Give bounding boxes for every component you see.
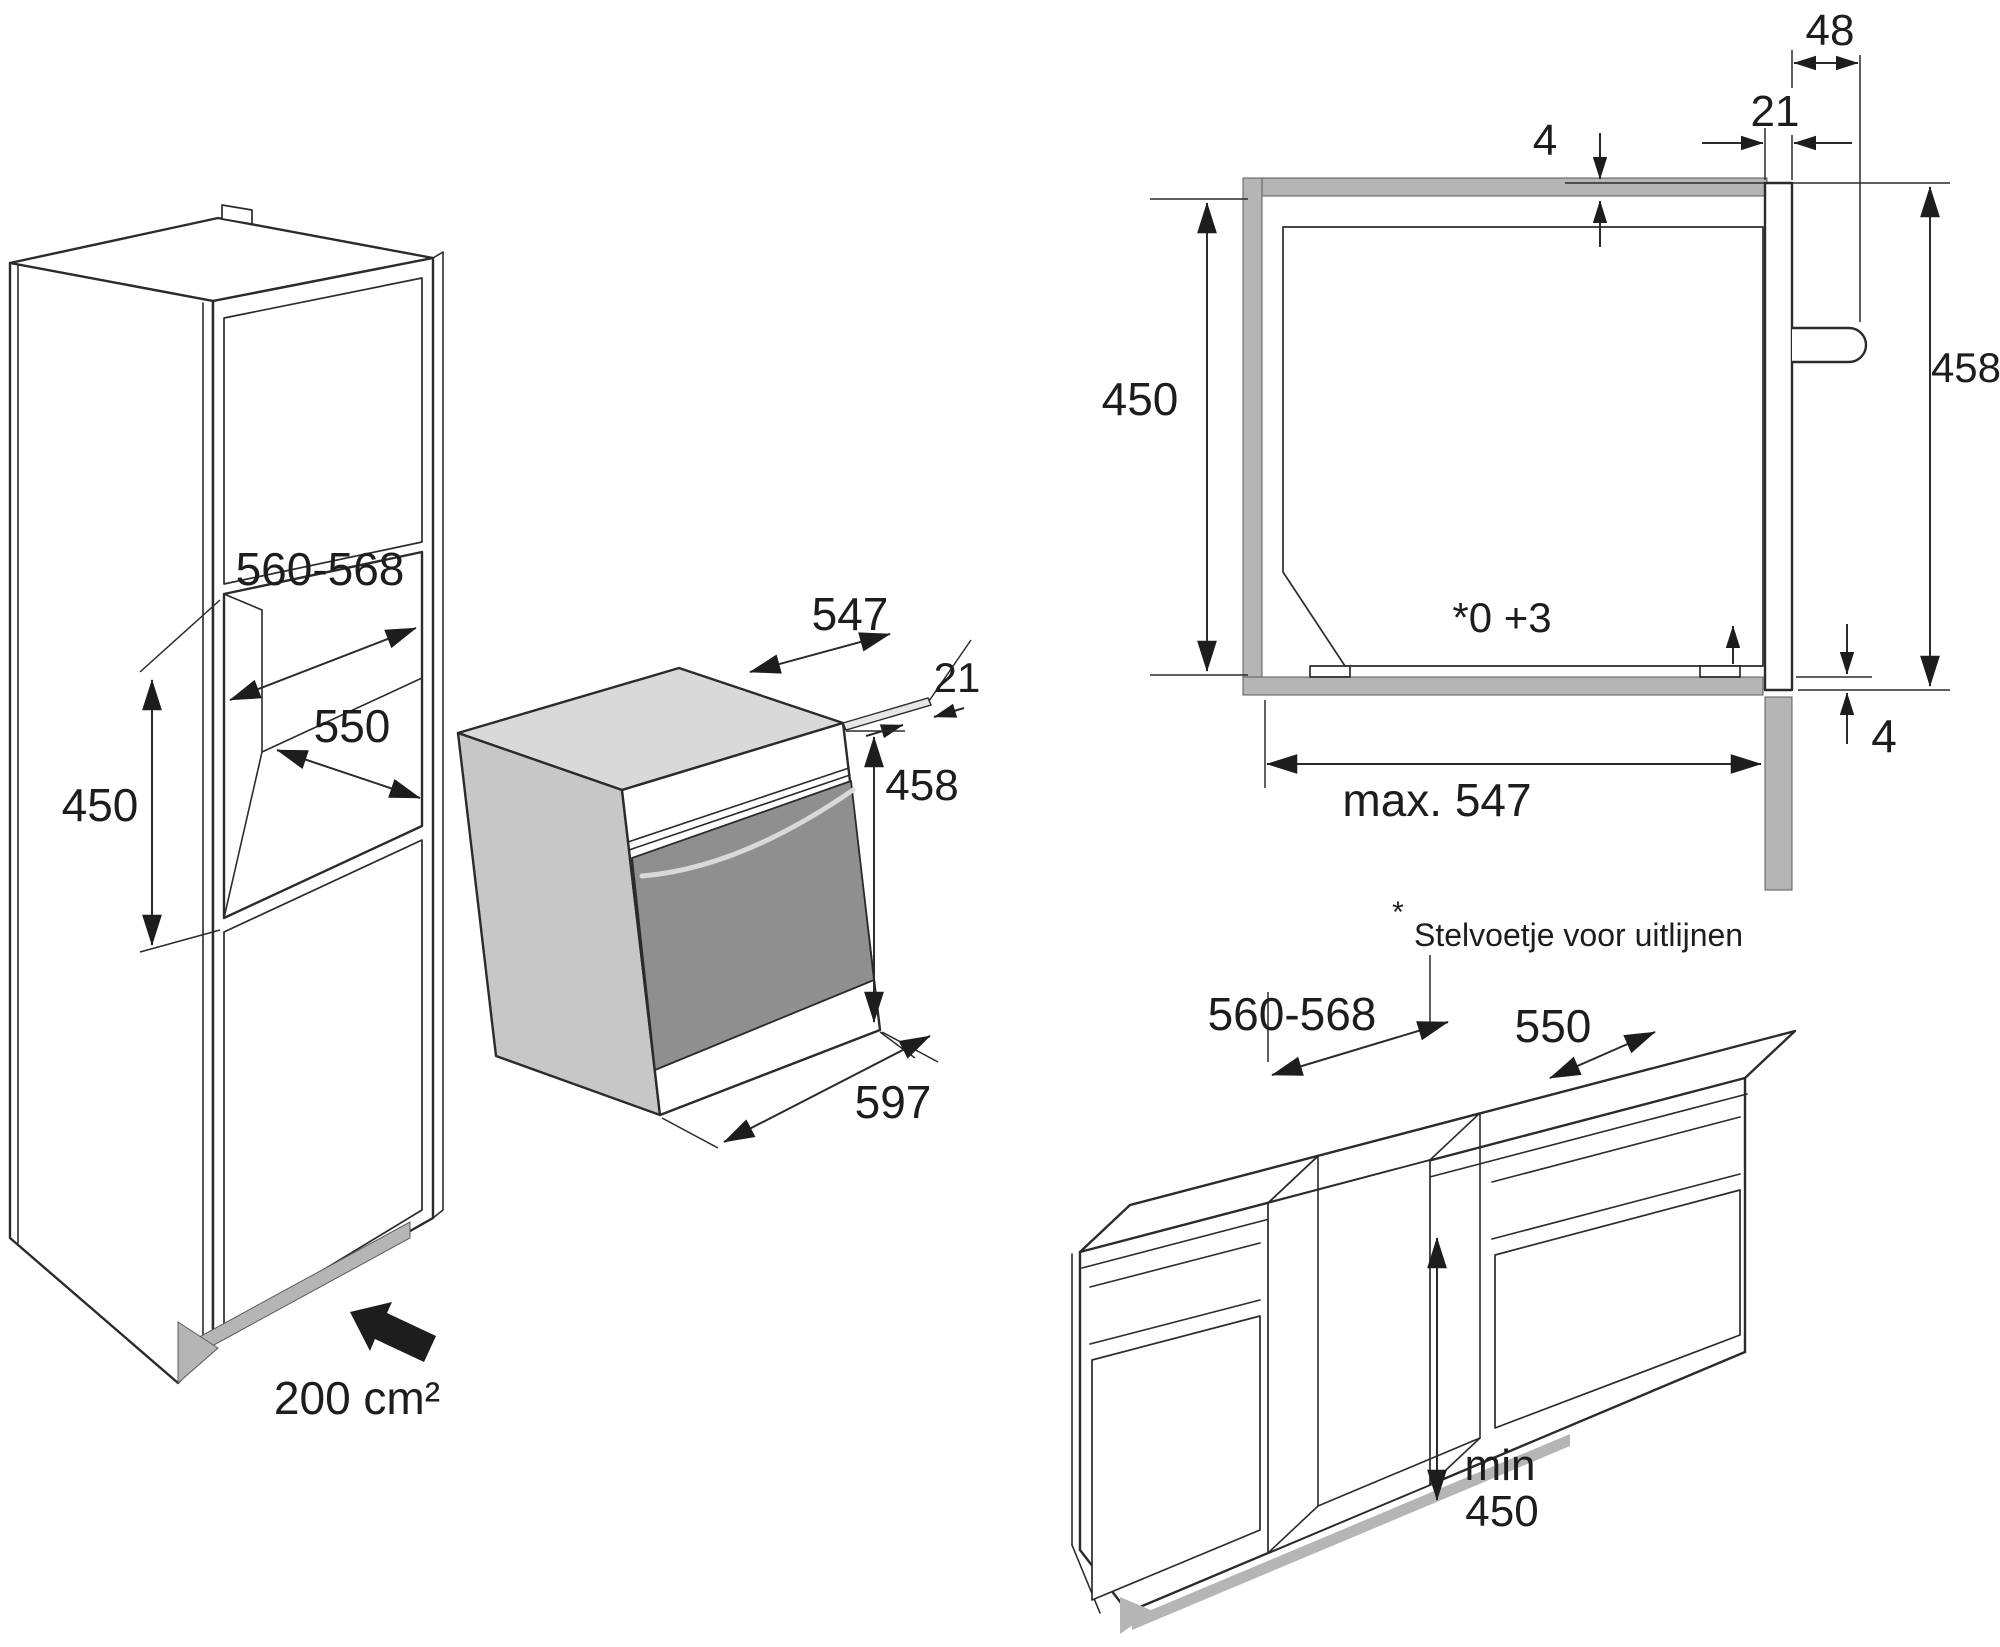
dim-worktop-depth-line — [1549, 1031, 1656, 1079]
lower-door — [223, 839, 423, 1331]
dim-cs-niche-height-label: 450 — [1102, 373, 1179, 425]
cabinet-back-tab — [221, 204, 253, 225]
dim-niche-width-label: 560-568 — [236, 543, 405, 595]
dim-max-depth-label: max. 547 — [1342, 774, 1531, 826]
dim-feet-label: *0 +3 — [1452, 594, 1551, 641]
left-drawer-top-line — [1089, 1242, 1261, 1288]
oven-door-profile — [1763, 181, 1794, 692]
niche-ceiling-depth-edge — [223, 593, 263, 611]
dim-oven-width-line — [723, 1035, 931, 1143]
dim-oven-width-label: 597 — [855, 1076, 932, 1128]
control-panel-bottom-line — [627, 767, 850, 843]
plinth-strip — [1132, 1434, 1570, 1630]
niche-ceiling-back-edge — [1317, 1112, 1481, 1157]
footnote-marker: * — [1392, 896, 1404, 929]
oven-view: 547 21 458 597 — [456, 588, 981, 1149]
control-panel-trim-line — [628, 774, 851, 851]
niche-depth-edge-tl — [1267, 1155, 1319, 1204]
oven-body-profile — [1282, 226, 1764, 667]
dim-overhang-label: 21 — [934, 654, 981, 701]
fascia-flange — [842, 697, 932, 731]
door-handle-groove — [639, 787, 856, 879]
cross-section-view: 450 4 21 48 458 *0 +3 4 max. 547 * Stelv… — [1102, 6, 2000, 953]
plinth-side-triangle — [1120, 1597, 1153, 1634]
footnote-text: Stelvoetje voor uitlijnen — [1414, 917, 1743, 953]
dim-base-niche-width-label: 560-568 — [1208, 988, 1377, 1040]
cabinet-right-edge — [432, 251, 444, 1219]
plinth-side-triangle — [177, 1321, 219, 1385]
dim-niche-width-line — [229, 627, 417, 701]
dim-overlap-bottom-label: 4 — [1871, 710, 1897, 762]
left-drawer-bottom-line — [1089, 1299, 1261, 1345]
base-cabinet-view: 560-568 550 min 450 — [1071, 955, 1797, 1634]
dim-base-niche-width-line — [1271, 1021, 1449, 1076]
right-drawer-top-line — [1491, 1116, 1741, 1183]
dim-oven-depth-label: 547 — [812, 588, 889, 640]
niche-floor-back-edge — [1317, 1437, 1481, 1507]
levelling-foot-right — [1699, 665, 1741, 678]
dim-niche-height-label: 450 — [62, 779, 139, 831]
dim-min-height-prefix: min — [1465, 1441, 1536, 1490]
dim-oven-height-label: 458 — [885, 761, 958, 810]
cabinet-top-wall — [1242, 177, 1768, 197]
oven-niche-opening — [1267, 1159, 1431, 1554]
dim-niche-depth-label: 550 — [314, 700, 391, 752]
dim-niche-height-ext-top — [139, 599, 221, 673]
niche-depth-edge-bl — [1267, 1505, 1319, 1554]
dim-niche-depth-line — [276, 749, 421, 799]
airflow-arrow-icon — [350, 1302, 436, 1362]
side-panel-bottom-diagonal — [1071, 1544, 1101, 1614]
dim-oven-height-ext-bottom — [879, 1031, 916, 1059]
dim-thickness-label: 21 — [1751, 87, 1800, 136]
cabinet-bottom-shelf — [1242, 676, 1764, 696]
levelling-foot-left — [1309, 665, 1351, 678]
dim-overlap-top-label: 4 — [1533, 116, 1557, 165]
right-drawer-bottom-line — [1491, 1173, 1741, 1240]
niche-wall-top-right — [1429, 1112, 1481, 1161]
dim-overhang-leader-right — [933, 703, 965, 718]
left-door — [1091, 1315, 1261, 1601]
cabinet-left-wall — [1242, 177, 1263, 696]
dim-handle-label: 48 — [1806, 6, 1855, 55]
dim-cs-height-label: 458 — [1931, 344, 2000, 391]
dim-oven-width-ext-left — [661, 1117, 719, 1149]
niche-floor-left-edge — [223, 751, 263, 919]
dim-oven-depth-line — [749, 632, 891, 674]
right-door — [1494, 1189, 1741, 1429]
fascia-flange-ext — [928, 639, 972, 702]
dim-worktop-depth-label: 550 — [1515, 1000, 1592, 1052]
ventilation-area-label: 200 cm² — [274, 1372, 440, 1424]
dim-min-height-label: 450 — [1465, 1487, 1538, 1536]
door-handle-profile — [1792, 326, 1868, 364]
dim-niche-height-ext-bottom — [139, 929, 221, 953]
tall-cabinet-view: 560-568 550 450 200 cm² — [8, 204, 444, 1424]
worktop-face — [1078, 1029, 1797, 1254]
upper-door — [223, 277, 423, 585]
base-front-panel — [1764, 696, 1793, 891]
